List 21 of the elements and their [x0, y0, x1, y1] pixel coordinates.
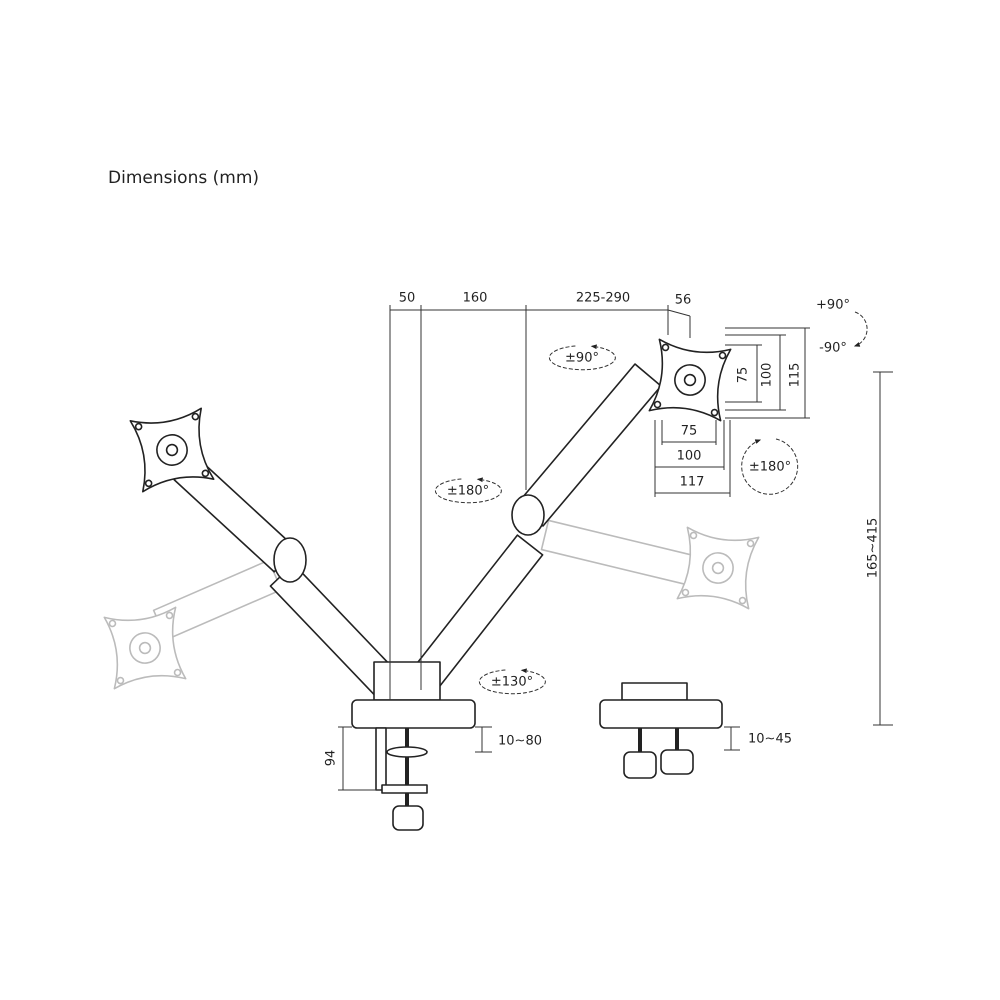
dimension-label: 10~45 — [747, 732, 793, 746]
dimension-label: 50 — [398, 292, 416, 304]
dimension-label: 10~80 — [497, 734, 543, 748]
title: Dimensions (mm) — [108, 168, 260, 188]
rotation-angle-label: ±90° — [564, 352, 600, 364]
dimension-label: 56 — [674, 294, 692, 306]
rotation-angle-label: +90° — [815, 298, 851, 312]
rotation-angle-label: ±130° — [490, 676, 534, 688]
dimension-label: 165~415 — [866, 516, 880, 580]
dimension-label: 117 — [678, 476, 706, 488]
dimension-label: 225-290 — [574, 292, 632, 304]
rotation-angle-label: -90° — [818, 342, 848, 354]
dimension-label: 100 — [676, 450, 702, 462]
dimension-label: 115 — [788, 362, 802, 388]
dimension-label: 75 — [736, 366, 750, 384]
rotation-angle-label: ±180° — [748, 460, 792, 474]
rotation-angle-label: ±180° — [446, 484, 490, 498]
dimension-label: 75 — [680, 424, 698, 438]
dimension-label: 160 — [462, 292, 488, 304]
dimension-label: 100 — [760, 362, 774, 388]
dimension-label: 94 — [324, 748, 338, 768]
